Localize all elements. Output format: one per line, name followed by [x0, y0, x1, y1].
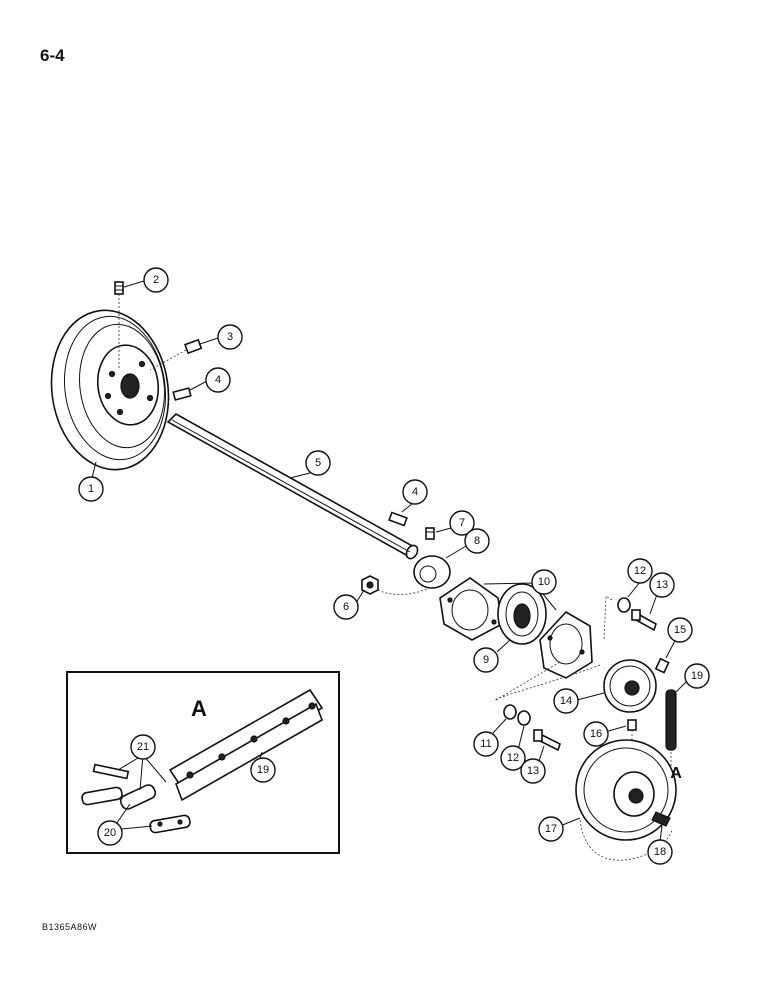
- svg-text:5: 5: [315, 457, 321, 469]
- callout-1: 1: [78, 476, 104, 502]
- callout-20: 20: [97, 820, 123, 846]
- callout-12-lower: 12: [500, 745, 526, 771]
- callout-7: 7: [449, 510, 475, 536]
- svg-text:12: 12: [507, 752, 519, 764]
- key-pulley: [172, 387, 192, 401]
- svg-text:13: 13: [527, 765, 539, 777]
- svg-text:9: 9: [483, 654, 489, 666]
- callout-5: 5: [305, 450, 331, 476]
- pulley: [50, 309, 170, 471]
- callout-16: 16: [583, 721, 609, 747]
- document-code: B1365A86W: [42, 922, 98, 932]
- svg-text:18: 18: [654, 846, 666, 858]
- svg-text:1: 1: [88, 483, 94, 495]
- svg-text:4: 4: [412, 486, 418, 498]
- svg-text:6: 6: [343, 601, 349, 613]
- inset-label: A: [191, 696, 207, 721]
- svg-text:14: 14: [560, 695, 572, 707]
- svg-text:20: 20: [104, 827, 116, 839]
- svg-text:19: 19: [691, 670, 703, 682]
- callout-12-upper: 12: [627, 558, 653, 584]
- callout-4-shaft-key: 4: [402, 479, 428, 505]
- svg-text:13: 13: [656, 579, 668, 591]
- svg-text:12: 12: [634, 565, 646, 577]
- drive-chain-path: [493, 664, 673, 861]
- svg-text:7: 7: [459, 517, 465, 529]
- callout-4-pulley-key: 4: [205, 367, 231, 393]
- callout-19-chain: 19: [684, 663, 710, 689]
- callout-10: 10: [531, 569, 557, 595]
- bearing: [497, 583, 547, 645]
- large-sprocket: [575, 739, 677, 841]
- callout-21: 21: [130, 734, 156, 760]
- set-screw-side: [149, 338, 203, 371]
- set-screw-sprocket: [654, 657, 670, 674]
- callout-15: 15: [667, 617, 693, 643]
- callout-14: 14: [553, 688, 579, 714]
- callout-3: 3: [217, 324, 243, 350]
- callout-2: 2: [143, 267, 169, 293]
- lock-collar: [413, 555, 451, 589]
- chain-marker-label: A: [670, 765, 682, 782]
- callout-13-lower: 13: [520, 758, 546, 784]
- svg-text:15: 15: [674, 624, 686, 636]
- svg-text:4: 4: [215, 374, 221, 386]
- key-sprocket: [651, 811, 671, 827]
- callout-9: 9: [473, 647, 499, 673]
- upper-fasteners: [603, 595, 657, 641]
- svg-text:11: 11: [480, 738, 491, 750]
- nut: [361, 575, 431, 595]
- svg-text:17: 17: [545, 823, 557, 835]
- flange-back: [439, 577, 503, 641]
- callout-11: 11: [473, 731, 499, 757]
- set-screw-collar: [425, 527, 435, 540]
- callout-17: 17: [538, 816, 564, 842]
- svg-text:21: 21: [137, 741, 149, 753]
- svg-text:16: 16: [590, 728, 602, 740]
- callout-8: 8: [464, 528, 490, 554]
- svg-text:2: 2: [153, 274, 159, 286]
- callout-19-inset: 19: [250, 757, 276, 783]
- key-shaft: [388, 511, 408, 527]
- chain-segment: [665, 689, 677, 770]
- svg-text:19: 19: [257, 764, 269, 776]
- flange-front: [539, 610, 593, 679]
- small-sprocket: [603, 659, 657, 713]
- svg-text:8: 8: [474, 535, 480, 547]
- lower-fasteners: [495, 661, 561, 752]
- svg-text:3: 3: [227, 331, 233, 343]
- shaft: [166, 413, 419, 560]
- callout-18: 18: [647, 839, 673, 865]
- set-screw-top: [114, 281, 124, 370]
- callout-6: 6: [333, 594, 359, 620]
- page-number: 6-4: [40, 46, 65, 65]
- callout-13-upper: 13: [649, 572, 675, 598]
- svg-text:10: 10: [538, 576, 550, 588]
